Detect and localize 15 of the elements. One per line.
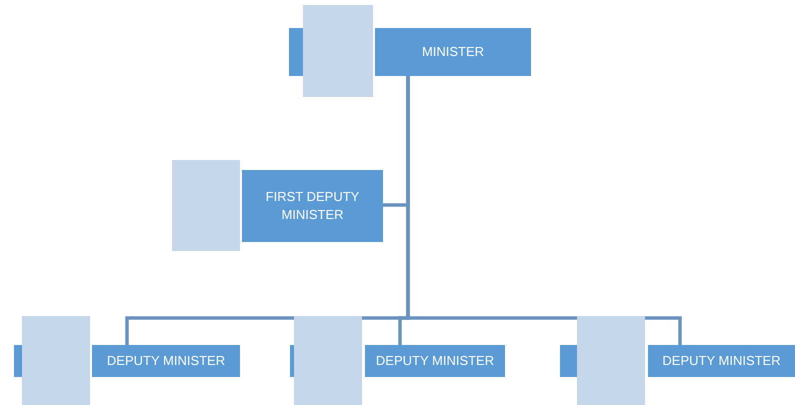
position-title: DEPUTY MINISTER [662,352,781,370]
photo-placeholder [577,316,645,405]
position-title: DEPUTY MINISTER [376,352,494,370]
title-box [92,345,240,377]
photo-placeholder [294,316,362,405]
photo-placeholder [22,316,90,405]
photo-placeholder [172,160,240,251]
position-title: FIRST DEPUTY MINISTER [264,188,360,224]
title-box [365,345,505,377]
position-title: DEPUTY MINISTER [106,352,226,370]
title-box [242,170,383,242]
photo-placeholder [303,5,373,97]
title-box [375,28,531,76]
position-title: MINISTER [422,43,484,61]
title-box [648,345,795,377]
